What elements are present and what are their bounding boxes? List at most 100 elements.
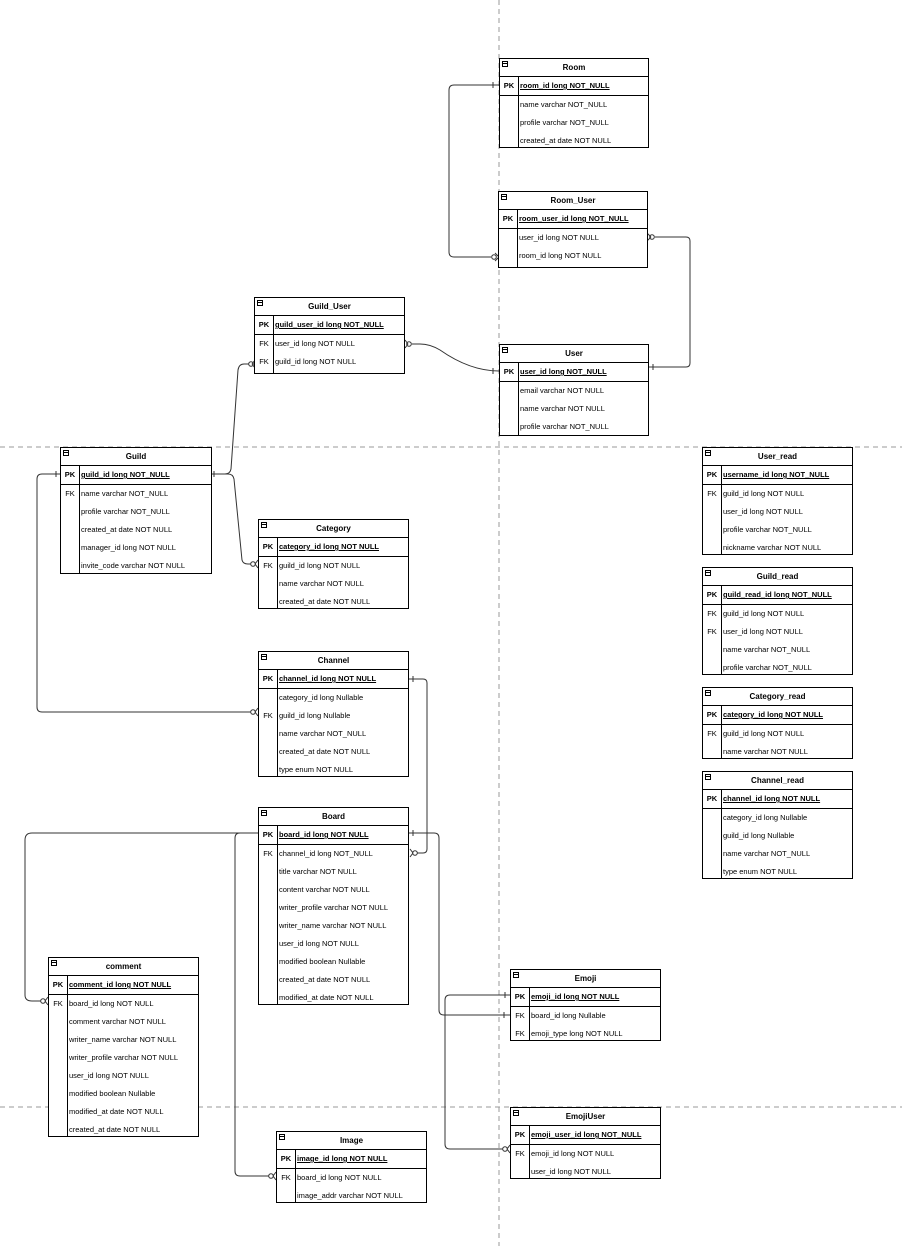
key-column-divider — [721, 585, 722, 674]
table-icon — [705, 774, 711, 780]
attribute-row: modified boolean Nullable — [49, 1085, 198, 1103]
table-icon — [63, 450, 69, 456]
key-column-divider — [295, 1149, 296, 1202]
attribute-row: modified boolean Nullable — [259, 953, 408, 971]
attribute-text: user_id long NOT NULL — [279, 939, 359, 948]
entity-title: comment — [49, 958, 198, 976]
entity-title-text: EmojiUser — [565, 1112, 606, 1121]
attribute-text: board_id long NOT NULL — [297, 1173, 382, 1182]
attribute-text: manager_id long NOT NULL — [81, 543, 176, 552]
attribute-text: type enum NOT NULL — [279, 765, 354, 774]
key-label: FK — [707, 489, 717, 498]
attribute-text: guild_id long Nullable — [279, 711, 351, 720]
attribute-row: modified_at date NOT NULL — [259, 989, 408, 1007]
entity-title-text: Channel — [317, 656, 350, 665]
table-icon — [705, 450, 711, 456]
key-label: FK — [263, 849, 273, 858]
entity-title-text: Category_read — [749, 692, 806, 701]
attribute-text: user_id long NOT NULL — [275, 339, 355, 348]
attribute-text: name varchar NOT NULL — [723, 747, 808, 756]
attribute-text: channel_id long NOT NULL — [279, 674, 377, 683]
key-column-divider — [529, 987, 530, 1040]
attribute-row: name varchar NOT_NULL — [259, 725, 408, 743]
attribute-text: modified boolean Nullable — [279, 957, 366, 966]
attribute-row: profile varchar NOT_NULL — [500, 418, 648, 436]
attribute-text: name varchar NOT_NULL — [723, 645, 811, 654]
entity-title: Category_read — [703, 688, 852, 706]
key-label: FK — [65, 489, 75, 498]
key-column-divider — [721, 465, 722, 554]
entity-title: Room — [500, 59, 648, 77]
entity-title-text: User_read — [757, 452, 798, 461]
link-board-comment — [24, 832, 259, 1002]
entity-title-text: Guild_User — [308, 302, 351, 311]
key-label: FK — [707, 627, 717, 636]
entity-title-text: Room — [562, 63, 586, 72]
attribute-text: content varchar NOT NULL — [279, 885, 370, 894]
table-icon — [261, 522, 267, 528]
attribute-text: profile varchar NOT_NULL — [520, 422, 609, 431]
attribute-text: modified_at date NOT NULL — [279, 993, 374, 1002]
key-label: PK — [706, 590, 718, 599]
table-icon — [513, 972, 519, 978]
key-column-divider — [518, 362, 519, 435]
attribute-text: name varchar NOT_NULL — [279, 729, 367, 738]
attribute-text: user_id long NOT NULL — [519, 233, 599, 242]
attribute-text: created_at date NOT NULL — [279, 975, 371, 984]
attribute-row: FK guild_id long Nullable — [259, 707, 408, 725]
key-label: PK — [502, 214, 514, 223]
key-label: PK — [706, 470, 718, 479]
attribute-text: email varchar NOT NULL — [520, 386, 605, 395]
attribute-text: channel_id long NOT NULL — [723, 794, 821, 803]
key-column-divider — [79, 465, 80, 573]
attribute-row: type enum NOT NULL — [259, 761, 408, 779]
attribute-row: writer_name varchar NOT NULL — [259, 917, 408, 935]
attribute-text: emoji_id long NOT NULL — [531, 992, 620, 1001]
attribute-text: guild_id long NOT NULL — [279, 561, 361, 570]
key-label: FK — [707, 609, 717, 618]
attribute-text: profile varchar NOT_NULL — [520, 118, 609, 127]
attribute-row: name varchar NOT NULL — [703, 743, 852, 761]
attribute-text: guild_id long NOT_NULL — [81, 470, 170, 479]
attribute-text: writer_name varchar NOT NULL — [279, 921, 387, 930]
attribute-text: comment_id long NOT NULL — [69, 980, 172, 989]
attribute-text: guild_id long NOT NULL — [275, 357, 357, 366]
key-label: FK — [263, 711, 273, 720]
attribute-text: guild_id long NOT NULL — [723, 489, 805, 498]
key-column-divider — [721, 789, 722, 878]
attribute-row: modified_at date NOT NULL — [49, 1103, 198, 1121]
attribute-text: created_at date NOT NULL — [520, 136, 612, 145]
attribute-text: room_id long NOT_NULL — [520, 81, 610, 90]
entity-title: Board — [259, 808, 408, 826]
attribute-row: room_id long NOT NULL — [499, 247, 647, 265]
attribute-text: name varchar NOT_NULL — [520, 100, 608, 109]
key-label: FK — [281, 1173, 291, 1182]
entity-title-text: User — [565, 349, 583, 358]
key-label: FK — [53, 999, 63, 1008]
